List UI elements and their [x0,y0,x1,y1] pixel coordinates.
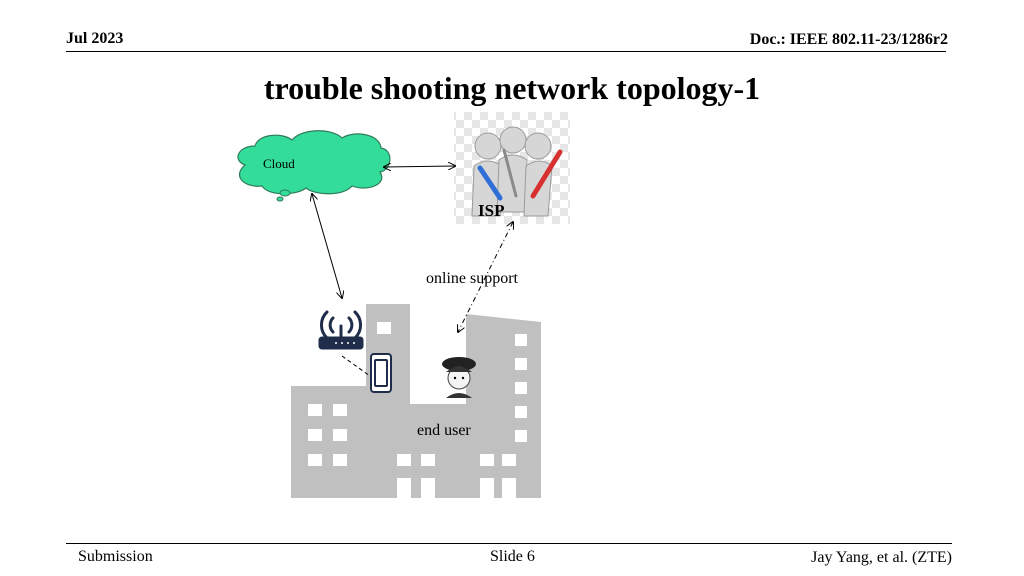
footer-divider [66,543,952,544]
wifi-router-icon [318,310,364,350]
slide-title: trouble shooting network topology-1 [263,70,761,106]
slide-number: Slide 6 [490,548,535,565]
footer-submission: Submission [78,548,153,565]
cloud-shape [237,130,391,202]
smartphone-icon [370,353,392,393]
cloud-isp-link [384,166,455,167]
isp-technicians-image [454,112,570,224]
cloud-router-link [312,194,342,298]
router-lights [335,342,355,344]
header-doc-id: Doc.: IEEE 802.11-23/1286r2 [749,31,948,48]
header-date: Jul 2023 [66,30,124,47]
footer-authors: Jay Yang, et al. (ZTE) [811,549,952,566]
end-user-avatar [442,357,476,398]
cloud-label: Cloud [263,156,295,171]
header-divider [66,51,946,52]
isp-user-support-link [458,222,513,332]
online-support-label: online support [426,270,518,287]
router-phone-link [341,355,371,377]
end-user-label: end user [417,422,471,439]
isp-label: ISP [478,201,505,220]
